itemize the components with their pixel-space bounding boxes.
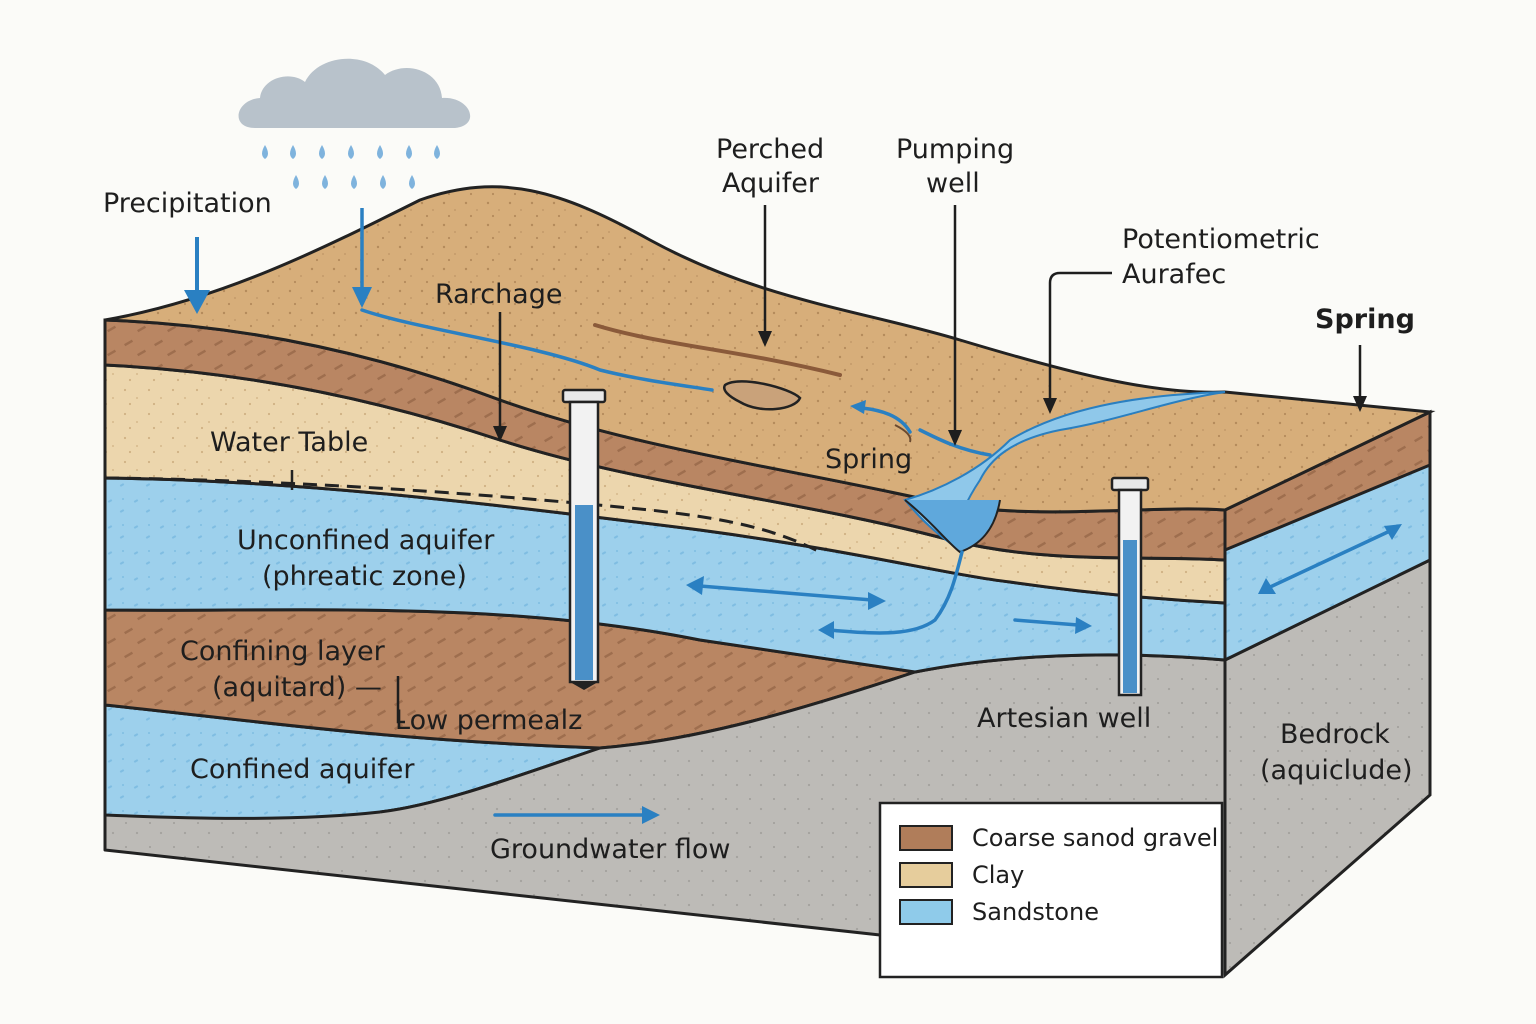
groundwater-flow-arrow xyxy=(493,806,660,824)
groundwater-flow-label: Groundwater flow xyxy=(490,834,730,865)
recharge-label: Rarchage xyxy=(435,279,562,310)
legend-swatch-gravel xyxy=(899,825,953,851)
unconfined-label-2: (phreatic zone) xyxy=(262,561,467,592)
infiltration-arrow xyxy=(352,208,372,308)
perched-lens xyxy=(593,323,842,377)
spring-label-center: Spring xyxy=(825,444,912,475)
spring-label-right: Spring xyxy=(1315,304,1415,335)
perched-label-1: Perched xyxy=(716,134,824,165)
low-permeability-label: Low permealz xyxy=(395,705,582,736)
well-casing-icon xyxy=(561,388,607,690)
spring-pointer xyxy=(1353,345,1367,412)
legend-swatch-sandstone xyxy=(899,899,953,925)
potentiometric-label-2: Aurafec xyxy=(1122,259,1226,290)
recharge-pointer xyxy=(493,312,507,442)
pumping-label-2: well xyxy=(926,168,980,199)
legend-label-clay: Clay xyxy=(972,861,1024,889)
bedrock-label-1: Bedrock xyxy=(1280,719,1390,750)
potentiometric-pointer xyxy=(1043,271,1112,414)
pumping-pointer xyxy=(948,205,962,446)
artesian-well-label: Artesian well xyxy=(977,703,1151,734)
perched-label-2: Aquifer xyxy=(722,168,820,199)
legend-label-gravel: Coarse sanod gravel xyxy=(972,824,1218,852)
perched-pointer xyxy=(758,205,772,347)
precipitation-label: Precipitation xyxy=(103,188,272,219)
flow-arrow-double-1 xyxy=(686,576,886,610)
legend: Coarse sanod gravel Clay Sandstone xyxy=(878,801,1224,979)
legend-label-sandstone: Sandstone xyxy=(972,898,1099,926)
flow-arrow-right-1 xyxy=(1013,617,1092,634)
confining-label-1: Confining layer xyxy=(180,636,386,667)
perched-pocket xyxy=(723,380,802,411)
unconfined-label-1: Unconfined aquifer xyxy=(237,525,495,556)
land-surface xyxy=(104,185,1436,514)
bedrock-label-2: (aquiclude) xyxy=(1260,755,1413,786)
precipitation-arrow xyxy=(184,237,210,314)
rain-cloud-icon xyxy=(238,58,471,189)
confining-label-2: (aquitard) — xyxy=(212,672,382,703)
water-table-label: Water Table xyxy=(210,427,368,458)
low-perm-bracket xyxy=(396,676,405,724)
potentiometric-label-1: Potentiometric xyxy=(1122,224,1320,255)
pumping-label-1: Pumping xyxy=(896,134,1014,165)
flow-arrow-side xyxy=(1258,524,1402,594)
legend-swatch-clay xyxy=(899,862,953,888)
confined-aquifer-label: Confined aquifer xyxy=(190,754,415,785)
well-casing-icon xyxy=(1110,476,1150,697)
